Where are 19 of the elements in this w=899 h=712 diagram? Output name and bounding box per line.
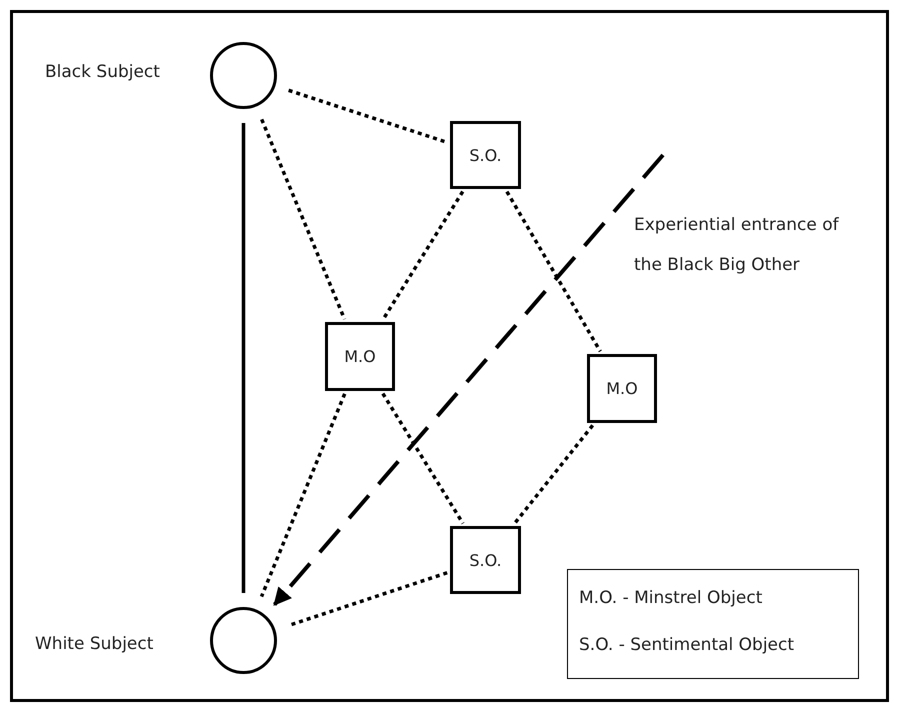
object-box: M.O <box>587 354 657 423</box>
key-entry: S.O. - Sentimental Object <box>579 634 794 657</box>
object-box: S.O. <box>450 121 521 189</box>
annotation-text: Experiential entrance of the Black Big Other <box>634 214 840 277</box>
connector-line <box>381 392 464 524</box>
connector-line <box>288 571 448 628</box>
connector-line <box>382 190 464 320</box>
connector-line <box>260 118 346 320</box>
connector-line <box>513 424 594 525</box>
connector-line <box>260 393 346 598</box>
arrow <box>273 154 665 606</box>
connector-line <box>242 123 246 593</box>
object-box: S.O. <box>450 526 521 594</box>
key-entry: M.O. - Minstrel Object <box>579 587 762 610</box>
connector-line <box>288 88 448 144</box>
connector-line <box>505 190 602 352</box>
object-box: M.O <box>325 322 395 391</box>
node-caption: Black Subject <box>45 62 160 82</box>
node-caption: White Subject <box>35 634 154 654</box>
